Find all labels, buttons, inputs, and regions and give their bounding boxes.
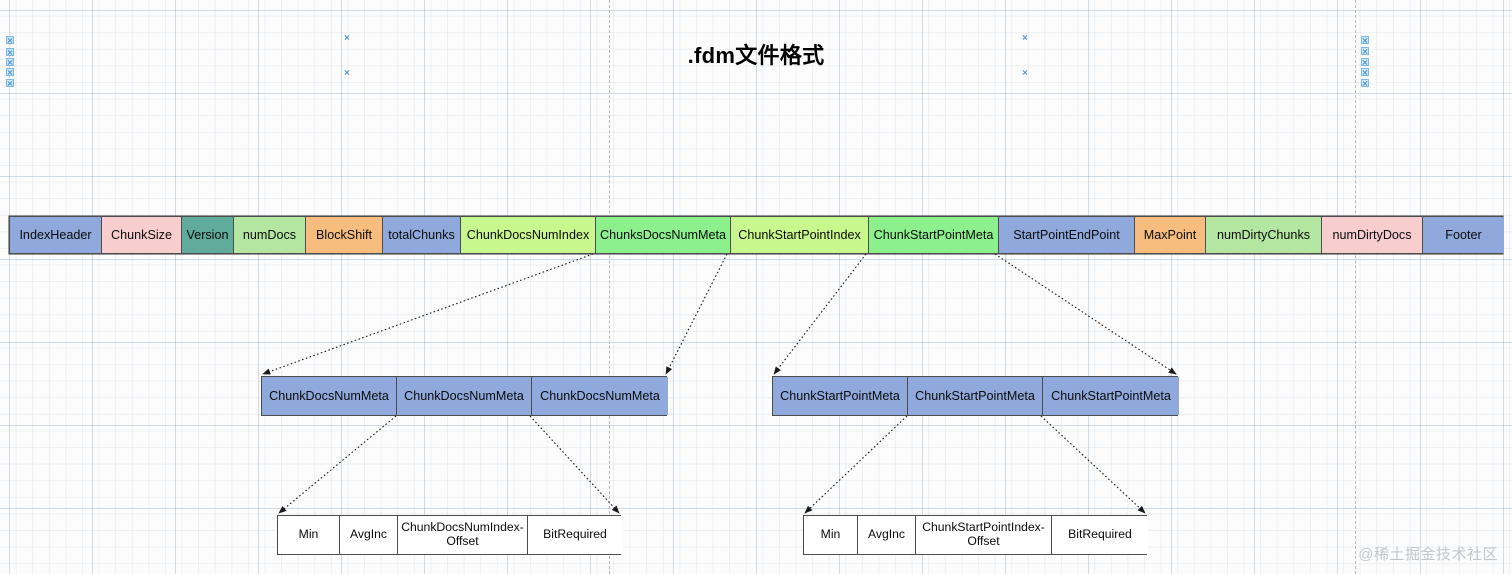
guide-right bbox=[1355, 0, 1356, 574]
segment-blockshift[interactable]: BlockShift bbox=[306, 217, 383, 253]
segment-chunkstartpointmeta[interactable]: ChunkStartPointMeta bbox=[908, 377, 1043, 415]
segment-footer[interactable]: Footer bbox=[1423, 217, 1504, 253]
segment-chunkdocsnummeta[interactable]: ChunkDocsNumMeta bbox=[262, 377, 397, 415]
segment-totalchunks[interactable]: totalChunks bbox=[383, 217, 461, 253]
conn-spdetail-left bbox=[804, 415, 908, 514]
handles-right-4[interactable] bbox=[1361, 79, 1369, 87]
handles-right-3[interactable] bbox=[1361, 68, 1369, 76]
handles-left-0[interactable] bbox=[6, 36, 14, 44]
watermark: @稀土掘金技术社区 bbox=[1358, 546, 1498, 563]
segment-numdirtychunks[interactable]: numDirtyChunks bbox=[1206, 217, 1322, 253]
segment-chunkdocsnummeta[interactable]: ChunkDocsNumMeta bbox=[397, 377, 532, 415]
guide-center bbox=[609, 0, 610, 574]
conn-docsmeta-right bbox=[665, 253, 728, 375]
segment-min[interactable]: Min bbox=[804, 516, 858, 554]
segment-chunkstartpointindex-offset[interactable]: ChunkStartPointIndex-Offset bbox=[916, 516, 1052, 554]
handles-right-1[interactable] bbox=[1361, 47, 1369, 55]
segment-chunksize[interactable]: ChunkSize bbox=[102, 217, 182, 253]
segment-chunkdocsnumindex[interactable]: ChunkDocsNumIndex bbox=[461, 217, 596, 253]
segment-numdirtydocs[interactable]: numDirtyDocs bbox=[1322, 217, 1423, 253]
segment-chunkstartpointmeta[interactable]: ChunkStartPointMeta bbox=[773, 377, 908, 415]
handles-right-0[interactable] bbox=[1361, 36, 1369, 44]
segment-numdocs[interactable]: numDocs bbox=[234, 217, 306, 253]
segment-startpointendpoint[interactable]: StartPointEndPoint bbox=[999, 217, 1135, 253]
segment-bitrequired[interactable]: BitRequired bbox=[1052, 516, 1148, 554]
segment-chunksdocsnummeta[interactable]: ChunksDocsNumMeta bbox=[596, 217, 731, 253]
segment-min[interactable]: Min bbox=[278, 516, 340, 554]
segment-bitrequired[interactable]: BitRequired bbox=[528, 516, 622, 554]
page-title: .fdm文件格式 bbox=[687, 43, 825, 68]
handles-left-1[interactable] bbox=[6, 48, 14, 56]
segment-indexheader[interactable]: IndexHeader bbox=[10, 217, 102, 253]
conn-spmeta-right bbox=[994, 253, 1177, 375]
segment-chunkstartpointindex[interactable]: ChunkStartPointIndex bbox=[731, 217, 869, 253]
handles-left-3[interactable] bbox=[6, 68, 14, 76]
segment-avginc[interactable]: AvgInc bbox=[858, 516, 916, 554]
handles-left-4[interactable] bbox=[6, 79, 14, 87]
segment-chunkdocsnummeta[interactable]: ChunkDocsNumMeta bbox=[532, 377, 668, 415]
segment-version[interactable]: Version bbox=[182, 217, 234, 253]
conn-spmeta-left bbox=[773, 253, 867, 375]
conn-docsdetail-right bbox=[529, 415, 620, 514]
handles-right-2[interactable] bbox=[1361, 58, 1369, 66]
conn-spdetail-right bbox=[1040, 415, 1146, 514]
conn-docsmeta-left bbox=[262, 253, 594, 375]
conn-docsdetail-left bbox=[278, 415, 397, 514]
handles-left-2[interactable] bbox=[6, 58, 14, 66]
segment-maxpoint[interactable]: MaxPoint bbox=[1135, 217, 1206, 253]
segment-chunkstartpointmeta[interactable]: ChunkStartPointMeta bbox=[1043, 377, 1179, 415]
mark-d bbox=[1022, 69, 1030, 77]
segment-chunkstartpointmeta[interactable]: ChunkStartPointMeta bbox=[869, 217, 999, 253]
mark-b bbox=[344, 69, 352, 77]
segment-avginc[interactable]: AvgInc bbox=[340, 516, 398, 554]
segment-chunkdocsnumindex-offset[interactable]: ChunkDocsNumIndex-Offset bbox=[398, 516, 528, 554]
